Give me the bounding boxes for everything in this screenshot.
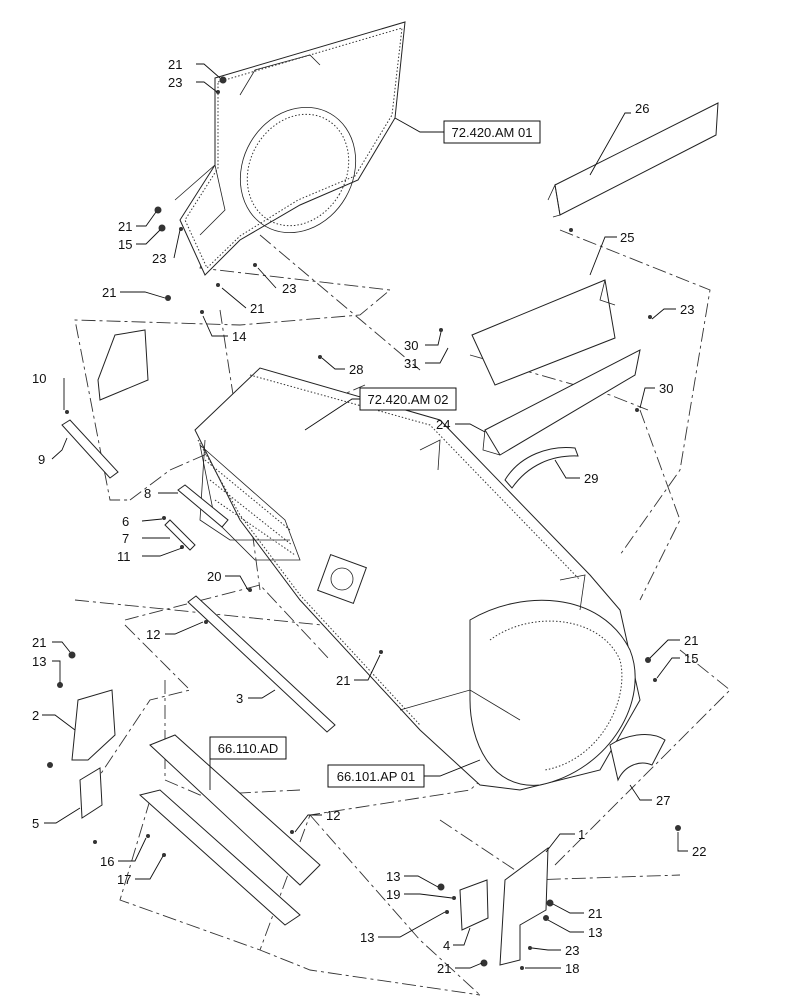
callout-24: 24: [436, 417, 450, 432]
callout-25: 25: [620, 230, 634, 245]
callout-21: 21: [32, 635, 46, 650]
part-8-bar: [177, 484, 229, 528]
callout-19: 19: [386, 887, 400, 902]
part-1-bracket: [499, 846, 549, 966]
ref-box-72-420-am-02[interactable]: 72.420.AM 02: [359, 387, 457, 411]
ref-box-72-420-am-01[interactable]: 72.420.AM 01: [443, 120, 541, 144]
callout-21: 21: [168, 57, 182, 72]
callout-23: 23: [565, 943, 579, 958]
part-4-plate: [459, 879, 489, 931]
ref-label: 66.110.AD: [218, 741, 278, 756]
callout-21: 21: [684, 633, 698, 648]
callout-26: 26: [635, 101, 649, 116]
ref-box-66-110-ad[interactable]: 66.110.AD: [209, 736, 287, 760]
callout-23: 23: [168, 75, 182, 90]
ref-box-66-101-ap-01[interactable]: 66.101.AP 01: [327, 764, 425, 788]
callout-23: 23: [282, 281, 296, 296]
callout-3: 3: [236, 691, 243, 706]
ref-label: 72.420.AM 02: [368, 392, 449, 407]
upper-left-bracket: [97, 329, 149, 401]
callout-8: 8: [144, 486, 151, 501]
part-66-110-ad-tube: [138, 734, 321, 926]
part-26-cover: [547, 102, 719, 218]
ref-label: 72.420.AM 01: [452, 125, 533, 140]
callout-5: 5: [32, 816, 39, 831]
callout-labels: 21 23 21 15 23 21 21 23 14 10 9 8 6 7 11…: [32, 57, 706, 976]
callout-1: 1: [578, 827, 585, 842]
ref-label: 66.101.AP 01: [337, 769, 416, 784]
top-hood-panel: [174, 21, 406, 276]
part-29-strip: [504, 446, 579, 489]
callout-14: 14: [232, 329, 246, 344]
part-27-segment: [609, 734, 666, 782]
callout-7: 7: [122, 531, 129, 546]
callout-6: 6: [122, 514, 129, 529]
callout-30: 30: [404, 338, 418, 353]
main-rotor-housing: [194, 367, 641, 791]
callout-21: 21: [336, 673, 350, 688]
callout-21: 21: [118, 219, 132, 234]
callout-28: 28: [349, 362, 363, 377]
callout-22: 22: [692, 844, 706, 859]
part-24-bracket: [482, 349, 641, 456]
callout-23: 23: [152, 251, 166, 266]
part-6-bar: [164, 519, 196, 551]
callout-13: 13: [588, 925, 602, 940]
part-2-plate: [71, 689, 116, 761]
callout-12: 12: [326, 808, 340, 823]
leader-lines: [42, 63, 688, 969]
callout-21: 21: [250, 301, 264, 316]
callout-13: 13: [32, 654, 46, 669]
callout-9: 9: [38, 452, 45, 467]
callout-20: 20: [207, 569, 221, 584]
callout-17: 17: [117, 872, 131, 887]
callout-23: 23: [680, 302, 694, 317]
callout-21: 21: [437, 961, 451, 976]
part-9-bar: [61, 419, 119, 479]
callout-15: 15: [118, 237, 132, 252]
callout-13: 13: [360, 930, 374, 945]
part-5-plate: [79, 767, 103, 819]
callout-30: 30: [659, 381, 673, 396]
callout-21: 21: [588, 906, 602, 921]
callout-29: 29: [584, 471, 598, 486]
callout-10: 10: [32, 371, 46, 386]
callout-12: 12: [146, 627, 160, 642]
callout-27: 27: [656, 793, 670, 808]
part-25-shield: [471, 279, 616, 386]
callout-16: 16: [100, 854, 114, 869]
callout-4: 4: [443, 938, 450, 953]
callout-15: 15: [684, 651, 698, 666]
callout-31: 31: [404, 356, 418, 371]
callout-13: 13: [386, 869, 400, 884]
callout-21: 21: [102, 285, 116, 300]
part-3-rod: [187, 595, 336, 733]
callout-11: 11: [117, 549, 131, 564]
callout-2: 2: [32, 708, 39, 723]
callout-18: 18: [565, 961, 579, 976]
fasteners: [47, 76, 681, 970]
